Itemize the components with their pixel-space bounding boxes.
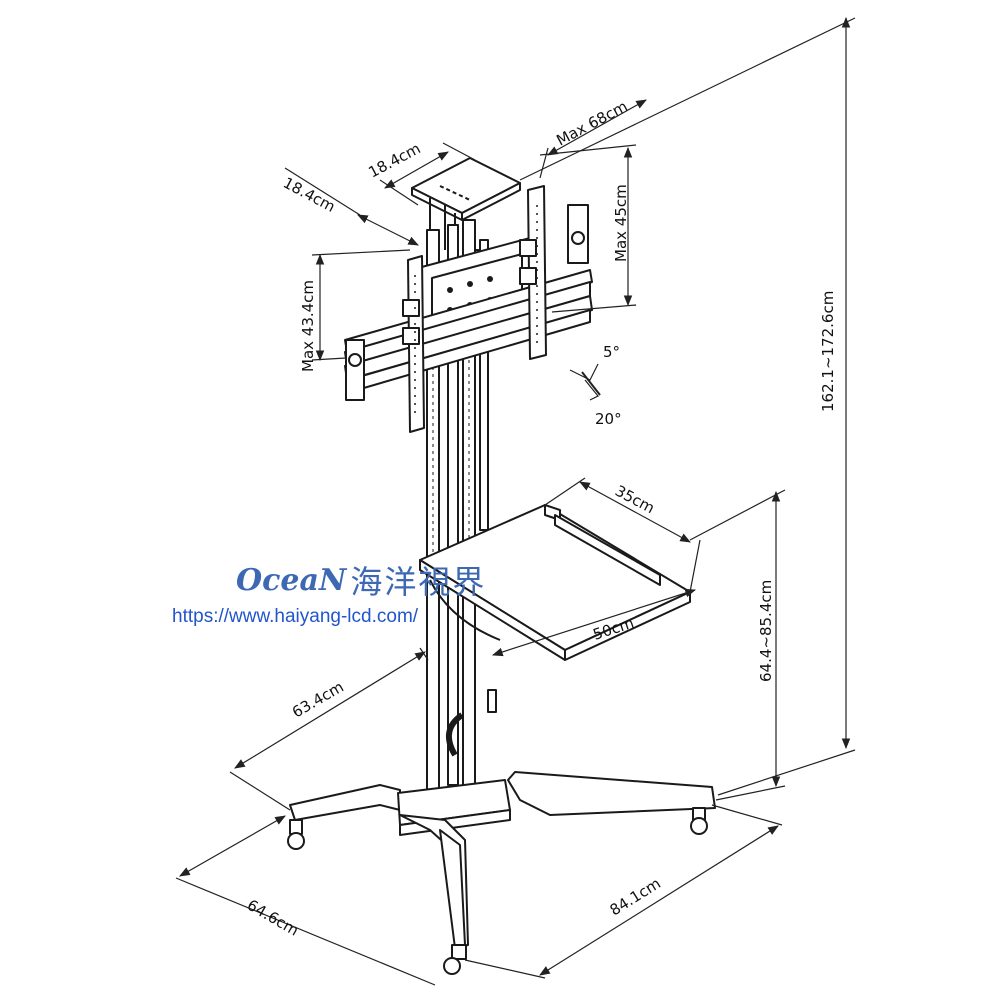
brand-cjk-text: 海洋視界 <box>350 563 487 601</box>
label-base-width: 63.4cm <box>289 678 347 722</box>
brand-watermark: OceaN 海洋視界 <box>236 558 486 602</box>
vesa-brackets <box>402 185 547 433</box>
label-mount-max-height-left: Max 43.4cm <box>299 280 317 372</box>
dimension-lines <box>175 16 856 986</box>
vertical-poles <box>426 219 489 806</box>
cable-hook <box>445 712 464 757</box>
label-tilt-down: 20° <box>595 410 622 428</box>
rear-clip <box>487 689 497 713</box>
website-url: https://www.haiyang-lcd.com/ <box>172 606 419 628</box>
label-base-length: 84.1cm <box>607 874 664 919</box>
brand-latin-text: OceaN <box>236 562 347 598</box>
label-mount-max-height: Max 45cm <box>612 184 630 262</box>
label-mount-max-width: Max 68cm <box>553 97 630 149</box>
base <box>289 771 716 949</box>
label-tilt-up: 5° <box>603 343 620 361</box>
label-shelf-height: 64.4~85.4cm <box>757 580 775 682</box>
label-total-height: 162.1~172.6cm <box>819 291 837 412</box>
label-tray-top-depth: 18.4cm <box>280 174 338 216</box>
label-tray-top-width: 18.4cm <box>365 139 423 181</box>
label-base-depth: 64.6cm <box>244 896 302 940</box>
